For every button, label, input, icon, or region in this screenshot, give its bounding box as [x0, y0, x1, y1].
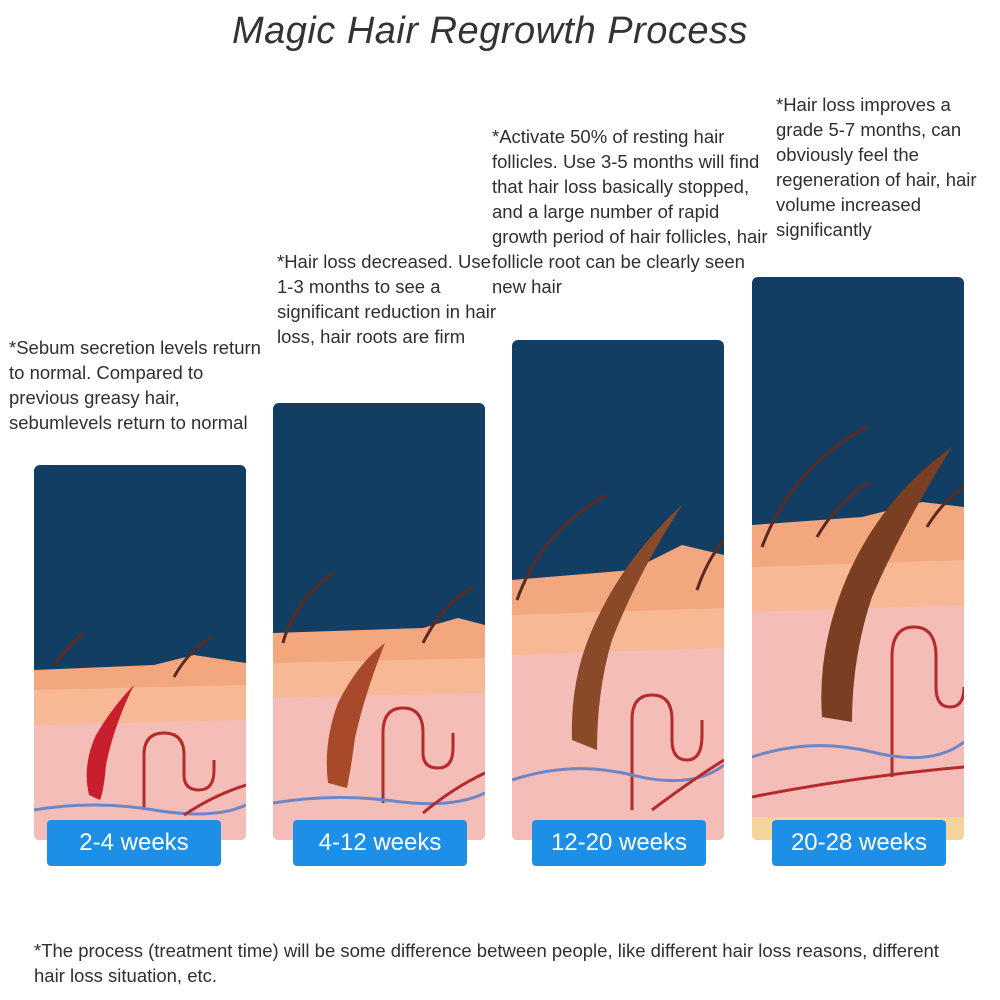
stage-2-weeks-badge: 4-12 weeks — [293, 820, 467, 866]
stage-1-skin-illustration — [34, 465, 246, 840]
footnote: *The process (treatment time) will be so… — [34, 940, 939, 986]
stage-4-skin-illustration — [752, 277, 964, 840]
stage-3-description: *Activate 50% of resting hair follicles.… — [492, 126, 768, 297]
stage-1-weeks-badge: 2-4 weeks — [47, 820, 221, 866]
stage-2-skin-illustration — [273, 403, 485, 840]
stage-3-weeks-badge: 12-20 weeks — [532, 820, 706, 866]
stage-4-description: *Hair loss improves a grade 5-7 months, … — [776, 94, 977, 240]
stage-3-skin-illustration — [512, 340, 724, 840]
stage-1-description: *Sebum secretion levels return to normal… — [9, 337, 261, 433]
stage-4-weeks-badge: 20-28 weeks — [772, 820, 946, 866]
page-title: Magic Hair Regrowth Process — [231, 10, 749, 52]
stage-2-description: *Hair loss decreased. Use 1-3 months to … — [277, 251, 497, 347]
